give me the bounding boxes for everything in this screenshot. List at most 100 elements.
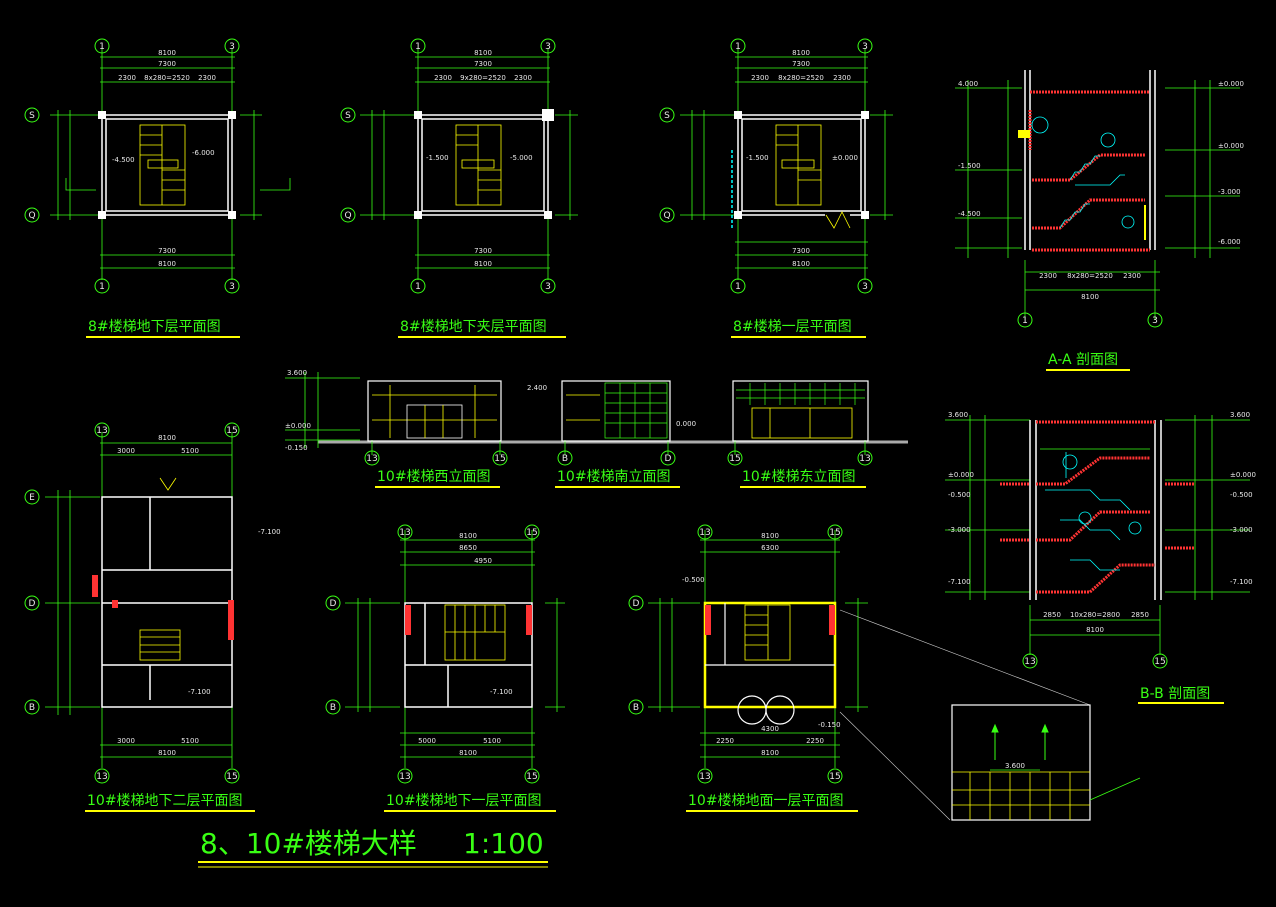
- axis-bubble: [24, 107, 40, 123]
- dim-text: 7300: [158, 60, 176, 68]
- column: [414, 111, 422, 119]
- plan-8-basement: [50, 48, 291, 280]
- axis-bubble: [697, 524, 713, 540]
- elevation-text: -3.000: [1218, 188, 1241, 196]
- axis-label: 13: [399, 528, 410, 538]
- dim-text: 8100: [474, 49, 492, 57]
- plan-10-g1-dims: [648, 530, 868, 768]
- dim-text: 8100: [158, 749, 176, 757]
- view-title: 8#楼梯地下夹层平面图: [400, 319, 547, 335]
- dim-text: 7300: [474, 60, 492, 68]
- elevation-dims: [285, 372, 866, 455]
- axis-label: 13: [399, 772, 410, 782]
- elevation-text: -0.500: [1230, 491, 1253, 499]
- axis-label: 3: [229, 42, 235, 52]
- section-bb-stairs: [1045, 452, 1142, 571]
- detail-view: [951, 704, 1141, 821]
- axis-bubble: [1152, 653, 1168, 669]
- axis-bubble: [24, 595, 40, 611]
- plan-10-g1-inner: [705, 603, 835, 725]
- axis-bubble: [325, 595, 341, 611]
- axis-bubble: [660, 450, 676, 466]
- section-aa-dims: [955, 80, 1240, 320]
- axis-bubble: [1022, 653, 1038, 669]
- axis-bubble: [24, 489, 40, 505]
- elevation-text: -7.100: [188, 688, 211, 696]
- axis-bubble: [224, 422, 240, 438]
- elevation-text: -6.000: [1218, 238, 1241, 246]
- dim-text: 4300: [761, 725, 779, 733]
- column: [414, 211, 422, 219]
- axis-label: S: [345, 111, 351, 121]
- plan-8-mezzanine: [360, 48, 578, 280]
- elevation-text: -4.500: [958, 210, 981, 218]
- plan-10-b2-stair: [139, 477, 181, 661]
- axis-label: 15: [829, 528, 840, 538]
- section-bb-slabs: [1000, 420, 1195, 594]
- axis-label: 15: [526, 772, 537, 782]
- axis-bubble: [659, 107, 675, 123]
- axis-bubble: [857, 38, 873, 54]
- axis-label: D: [633, 599, 640, 609]
- beam-mark: [1018, 130, 1030, 138]
- column: [861, 111, 869, 119]
- dim-text: 2300: [1039, 272, 1057, 280]
- axis-label: 1: [99, 42, 105, 52]
- axis-bubble: [540, 278, 556, 294]
- dim-text: 2850: [1043, 611, 1061, 619]
- plan-8-mezzanine-stair: [455, 124, 502, 206]
- axis-label: 13: [699, 772, 710, 782]
- axis-label: B: [29, 703, 35, 713]
- axis-label: S: [29, 111, 35, 121]
- axis-label: D: [29, 599, 36, 609]
- axis-label: 13: [366, 454, 377, 464]
- dim-text: 5000: [418, 737, 436, 745]
- dim-text: 8100: [459, 749, 477, 757]
- dim-text: 8100: [158, 49, 176, 57]
- view-title: 10#楼梯南立面图: [557, 469, 671, 485]
- column: [98, 211, 106, 219]
- dim-text: 2300: [833, 74, 851, 82]
- elevation-east: [732, 380, 869, 442]
- dim-text: 2300: [751, 74, 769, 82]
- drawing-title: 8、10#楼梯大样: [200, 827, 417, 860]
- elevation-text: 3.600: [287, 369, 307, 377]
- axis-label: 1: [735, 282, 741, 292]
- axis-label: B: [633, 703, 639, 713]
- axis-bubble: [224, 38, 240, 54]
- plan-8-ground: [680, 48, 893, 280]
- plan-10-b1-walls: [404, 602, 533, 708]
- dim-text: 8650: [459, 544, 477, 552]
- dim-text: 8100: [1086, 626, 1104, 634]
- elevation-text: ±0.000: [285, 422, 311, 430]
- axis-bubble: [340, 207, 356, 223]
- dim-text: 8x280=2520: [778, 74, 824, 82]
- plan-10-b2-dims: [45, 432, 233, 768]
- axis-label: D: [330, 599, 337, 609]
- axis-label: E: [29, 493, 35, 503]
- column: [861, 211, 869, 219]
- axis-bubble: [628, 595, 644, 611]
- axis-bubble: [397, 768, 413, 784]
- elevation-text: 2.400: [527, 384, 547, 392]
- elevation-text: -7.100: [258, 528, 281, 536]
- axis-bubble: [94, 38, 110, 54]
- view-title: 10#楼梯东立面图: [742, 469, 856, 485]
- axis-bubble: [1147, 312, 1163, 328]
- elevation-text: -1.500: [426, 154, 449, 162]
- section-aa-stairs: [1031, 116, 1135, 229]
- dim-text: 8100: [761, 749, 779, 757]
- elevation-text: -1.500: [746, 154, 769, 162]
- plan-10-b1-dims: [345, 530, 565, 768]
- dim-text: 9x280=2520: [460, 74, 506, 82]
- column: [734, 211, 742, 219]
- axis-label: 1: [99, 282, 105, 292]
- axis-bubble: [659, 207, 675, 223]
- axis-bubble: [557, 450, 573, 466]
- elevation-text: -5.000: [510, 154, 533, 162]
- plan-10-b2-hatch: [92, 575, 234, 640]
- view-title: 8#楼梯地下层平面图: [88, 319, 221, 335]
- elevation-text: -0.500: [948, 491, 971, 499]
- axis-label: 1: [1022, 316, 1028, 326]
- dim-text: 8x280=2520: [1067, 272, 1113, 280]
